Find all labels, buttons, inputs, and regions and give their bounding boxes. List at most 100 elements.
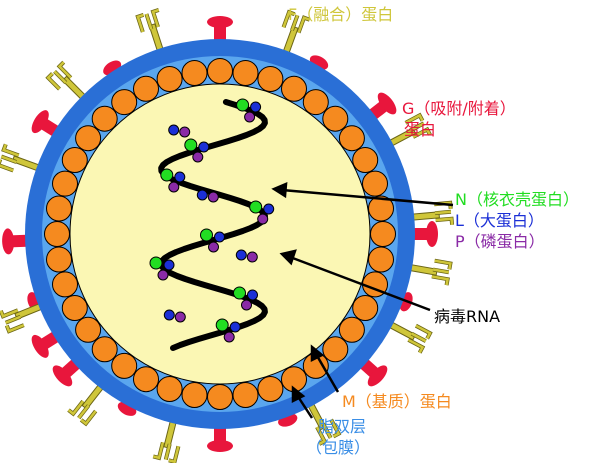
matrix-protein-12 bbox=[156, 376, 183, 402]
leader-m-arrow bbox=[310, 344, 325, 363]
f-spike-head bbox=[136, 8, 160, 33]
n-protein-dot bbox=[233, 286, 246, 300]
l-protein-dot bbox=[163, 259, 175, 271]
l-protein-dot bbox=[250, 101, 262, 113]
g-spike-head bbox=[31, 334, 49, 358]
matrix-protein-0 bbox=[370, 221, 396, 247]
n-protein-dot bbox=[215, 318, 229, 332]
nucleocapsid-cluster-1 bbox=[184, 138, 210, 163]
p-protein-dot bbox=[241, 299, 252, 311]
nucleocapsid-cluster-3 bbox=[249, 200, 275, 225]
matrix-protein-4 bbox=[338, 316, 365, 343]
matrix-protein-15 bbox=[91, 336, 118, 363]
g-spike-head bbox=[2, 228, 15, 255]
p-protein-dot bbox=[192, 151, 204, 163]
l-protein-dot bbox=[263, 203, 275, 215]
l-protein-dot bbox=[214, 231, 225, 243]
label-lipid-1: 脂双层 bbox=[318, 417, 366, 436]
matrix-protein-29 bbox=[181, 60, 208, 86]
label-f-protein: F（融合）蛋白 bbox=[288, 5, 393, 24]
g-spike-head bbox=[207, 440, 233, 452]
n-protein-dot bbox=[149, 256, 163, 270]
matrix-protein-30 bbox=[207, 58, 233, 84]
matrix-protein-21 bbox=[46, 195, 72, 222]
matrix-protein-10 bbox=[207, 384, 233, 410]
nucleocapsid-cluster-7 bbox=[215, 318, 241, 343]
matrix-protein-38 bbox=[362, 170, 388, 197]
matrix-protein-5 bbox=[322, 336, 349, 363]
f-spike-head bbox=[152, 442, 180, 463]
label-l-protein: L（大蛋白） bbox=[455, 211, 544, 230]
g-spike-head bbox=[367, 365, 388, 387]
g-spike-head bbox=[426, 221, 438, 247]
matrix-protein-25 bbox=[91, 105, 118, 132]
leader-lines bbox=[271, 182, 454, 419]
n-protein-dot bbox=[236, 98, 250, 112]
p-protein-dot bbox=[179, 126, 191, 138]
f-spike-head bbox=[315, 418, 341, 446]
nucleocapsid-cluster-5 bbox=[149, 256, 175, 281]
nucleocapsid-cluster-2 bbox=[160, 168, 186, 193]
nucleocapsid-cluster-b-1 bbox=[196, 189, 219, 203]
g-spike-head bbox=[31, 110, 49, 134]
leader-nlp bbox=[281, 188, 454, 207]
matrix-protein-18 bbox=[52, 271, 78, 298]
label-g-protein-2: 蛋白 bbox=[404, 120, 436, 139]
p-protein-dot bbox=[244, 111, 256, 123]
l-protein-dot bbox=[247, 289, 258, 301]
label-n-protein: N（核衣壳蛋白） bbox=[455, 190, 579, 209]
matrix-protein-26 bbox=[111, 89, 138, 116]
matrix-protein-28 bbox=[156, 66, 183, 92]
f-spike-head bbox=[46, 61, 72, 90]
label-lipid-2: （包膜） bbox=[306, 438, 370, 457]
leader-rna bbox=[289, 255, 431, 312]
leader-m bbox=[314, 353, 340, 393]
n-protein-dot bbox=[160, 168, 174, 182]
matrix-protein-16 bbox=[75, 316, 102, 343]
matrix-protein-13 bbox=[133, 366, 159, 393]
p-protein-dot bbox=[157, 269, 169, 281]
nucleocapsid-cluster-b-2 bbox=[235, 249, 258, 263]
l-protein-dot bbox=[168, 124, 180, 136]
matrix-protein-9 bbox=[232, 382, 259, 408]
label-rna: 病毒RNA bbox=[434, 307, 500, 326]
l-protein-dot bbox=[229, 321, 241, 333]
matrix-protein-1 bbox=[368, 246, 394, 273]
l-protein-dot bbox=[174, 171, 186, 183]
p-protein-dot bbox=[257, 213, 269, 225]
matrix-protein-37 bbox=[352, 147, 379, 173]
matrix-protein-19 bbox=[46, 246, 72, 273]
p-protein-dot bbox=[208, 241, 219, 253]
matrix-protein-layer bbox=[44, 58, 396, 410]
matrix-protein-35 bbox=[322, 105, 349, 132]
f-spike-head bbox=[431, 259, 452, 286]
matrix-protein-31 bbox=[232, 60, 259, 86]
matrix-protein-33 bbox=[281, 75, 307, 102]
nucleocapsid-cluster-b-0 bbox=[168, 124, 191, 138]
nucleocapsid-proteins bbox=[149, 98, 275, 343]
matrix-protein-23 bbox=[61, 147, 88, 173]
nucleocapsid-cluster-4 bbox=[200, 228, 225, 253]
g-spike-head bbox=[207, 16, 233, 28]
p-protein-dot bbox=[168, 181, 180, 193]
f-spike-head bbox=[0, 309, 25, 333]
label-p-protein: P（磷蛋白） bbox=[455, 232, 545, 251]
n-protein-dot bbox=[249, 200, 263, 214]
matrix-protein-39 bbox=[368, 195, 394, 222]
l-protein-dot bbox=[163, 309, 175, 321]
p-protein-dot bbox=[246, 251, 258, 263]
f-spike-head bbox=[404, 113, 432, 139]
matrix-protein-22 bbox=[52, 170, 78, 197]
surface-spikes bbox=[0, 8, 455, 463]
matrix-protein-20 bbox=[44, 221, 70, 247]
g-spike-head bbox=[52, 365, 73, 387]
label-m-protein: M（基质）蛋白 bbox=[342, 392, 452, 411]
l-protein-dot bbox=[196, 189, 208, 201]
leader-lipid-arrow bbox=[291, 385, 306, 404]
matrix-protein-34 bbox=[302, 89, 329, 116]
leader-rna-arrow bbox=[279, 249, 297, 266]
l-protein-dot bbox=[235, 249, 247, 261]
f-spike-head bbox=[407, 324, 432, 354]
f-spike-head bbox=[67, 400, 97, 426]
